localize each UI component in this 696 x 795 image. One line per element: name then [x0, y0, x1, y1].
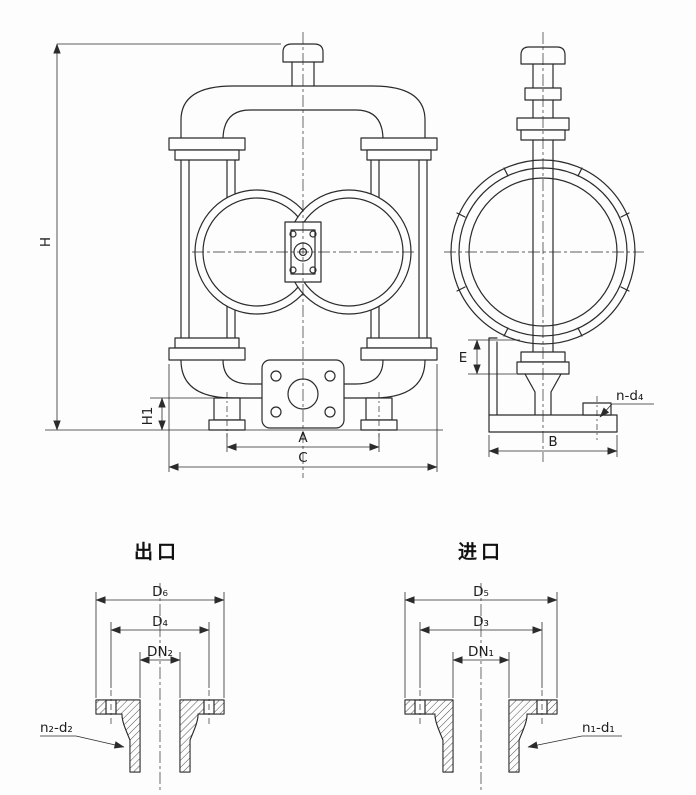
dim-label-d6: D₆ [152, 584, 168, 600]
outlet-flange-detail: 出口 D₆ D₄ DN₂ n₂-d₂ [40, 540, 225, 790]
outlet-heading: 出口 [134, 540, 180, 563]
side-view-centerlines [444, 32, 644, 462]
dim-label-n1-d1: n₁-d₁ [582, 720, 615, 736]
front-view [168, 32, 438, 478]
dim-label-c: C [298, 450, 307, 466]
side-view-dimensions: E B n-d₄ [459, 339, 654, 457]
dim-label-e: E [459, 350, 468, 366]
front-view-dimensions: H H1 A C [38, 43, 443, 472]
dim-label-n2-d2: n₂-d₂ [40, 720, 73, 736]
dim-label-d5: D₅ [473, 584, 489, 600]
front-view-centerlines [192, 32, 414, 478]
dim-label-d4: D₄ [152, 614, 168, 630]
dim-label-b: B [548, 434, 557, 450]
dim-label-n-d4: n-d₄ [616, 388, 643, 404]
dim-label-dn2: DN₂ [147, 644, 173, 660]
dim-label-dn1: DN₁ [468, 644, 494, 660]
dim-label-h1: H1 [140, 407, 156, 426]
dim-label-a: A [298, 430, 308, 446]
column-bottom-flanges [168, 337, 438, 361]
side-view [444, 32, 644, 462]
inlet-flange-detail: 进口 D₅ D₃ DN₁ n₁-d₁ [404, 541, 622, 790]
dim-label-h: H [38, 237, 54, 247]
dim-label-d3: D₃ [473, 614, 489, 630]
side-center-pipe [532, 139, 554, 353]
inlet-heading: 进口 [458, 541, 504, 563]
column-top-flanges [168, 137, 438, 161]
top-discharge-port [282, 43, 324, 87]
